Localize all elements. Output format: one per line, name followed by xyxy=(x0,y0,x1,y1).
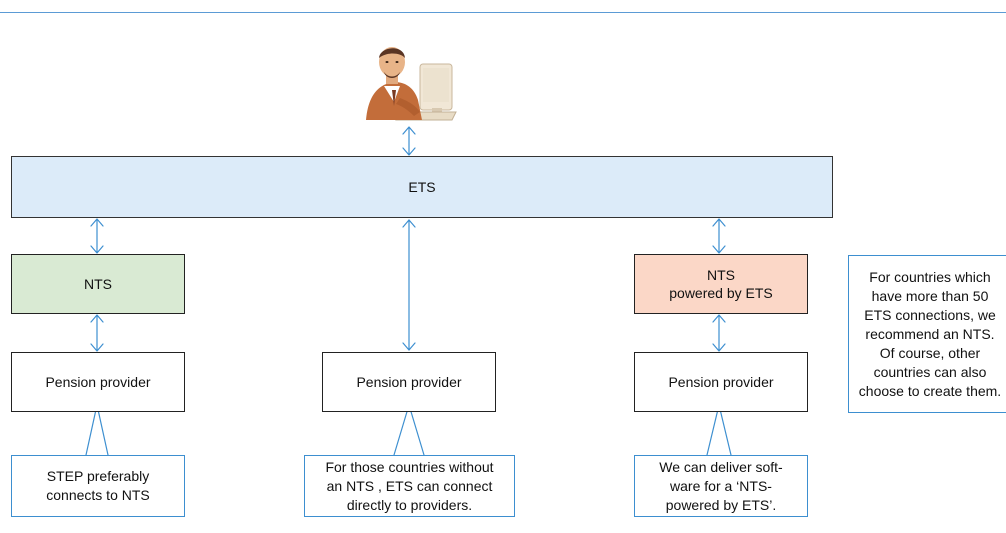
pension-provider-box-2: Pension provider xyxy=(322,352,496,412)
ets-box: ETS xyxy=(11,156,833,218)
callout-line: powered by ETS’. xyxy=(665,496,777,513)
side-note-line: countries can also xyxy=(873,363,987,380)
pension-provider-box-1: Pension provider xyxy=(11,352,185,412)
callout-line: We can deliver soft- xyxy=(659,458,783,475)
side-note-recommendation: For countries which have more than 50 ET… xyxy=(848,255,1006,413)
nts-box: NTS xyxy=(11,254,185,314)
pension-provider-box-3: Pension provider xyxy=(634,352,808,412)
side-note-line: ETS connections, we xyxy=(864,306,996,323)
callout-line: STEP preferably xyxy=(46,468,150,484)
nts-powered-by-ets-box: NTS powered by ETS xyxy=(634,254,808,314)
callout-line: an NTS , ETS can connect xyxy=(326,477,493,494)
top-rule xyxy=(0,12,1006,13)
nts-powered-line-1: NTS xyxy=(707,267,735,283)
callout-software: We can deliver soft- ware for a ‘NTS- po… xyxy=(634,455,808,517)
side-note-line: have more than 50 xyxy=(871,287,989,304)
callout-step-nts: STEP preferably connects to NTS xyxy=(11,455,185,517)
callout-no-nts: For those countries without an NTS , ETS… xyxy=(304,455,515,517)
pension-provider-label: Pension provider xyxy=(356,374,462,390)
side-note-line: recommend an NTS. xyxy=(865,325,995,342)
side-note-line: For countries which xyxy=(869,268,991,285)
pension-provider-label: Pension provider xyxy=(45,374,151,390)
callout-line: connects to NTS xyxy=(46,487,150,503)
callout-line: directly to providers. xyxy=(346,496,473,513)
side-note-line: choose to create them. xyxy=(858,382,1002,399)
callout-line: For those countries without xyxy=(325,458,494,475)
pension-provider-label: Pension provider xyxy=(668,374,774,390)
nts-powered-line-2: powered by ETS xyxy=(669,285,773,301)
nts-label: NTS xyxy=(84,276,112,292)
person-at-computer-icon xyxy=(366,47,457,121)
callout-line: ware for a ‘NTS- xyxy=(670,477,772,494)
side-note-line: Of course, other xyxy=(879,344,981,361)
ets-label: ETS xyxy=(408,179,436,195)
